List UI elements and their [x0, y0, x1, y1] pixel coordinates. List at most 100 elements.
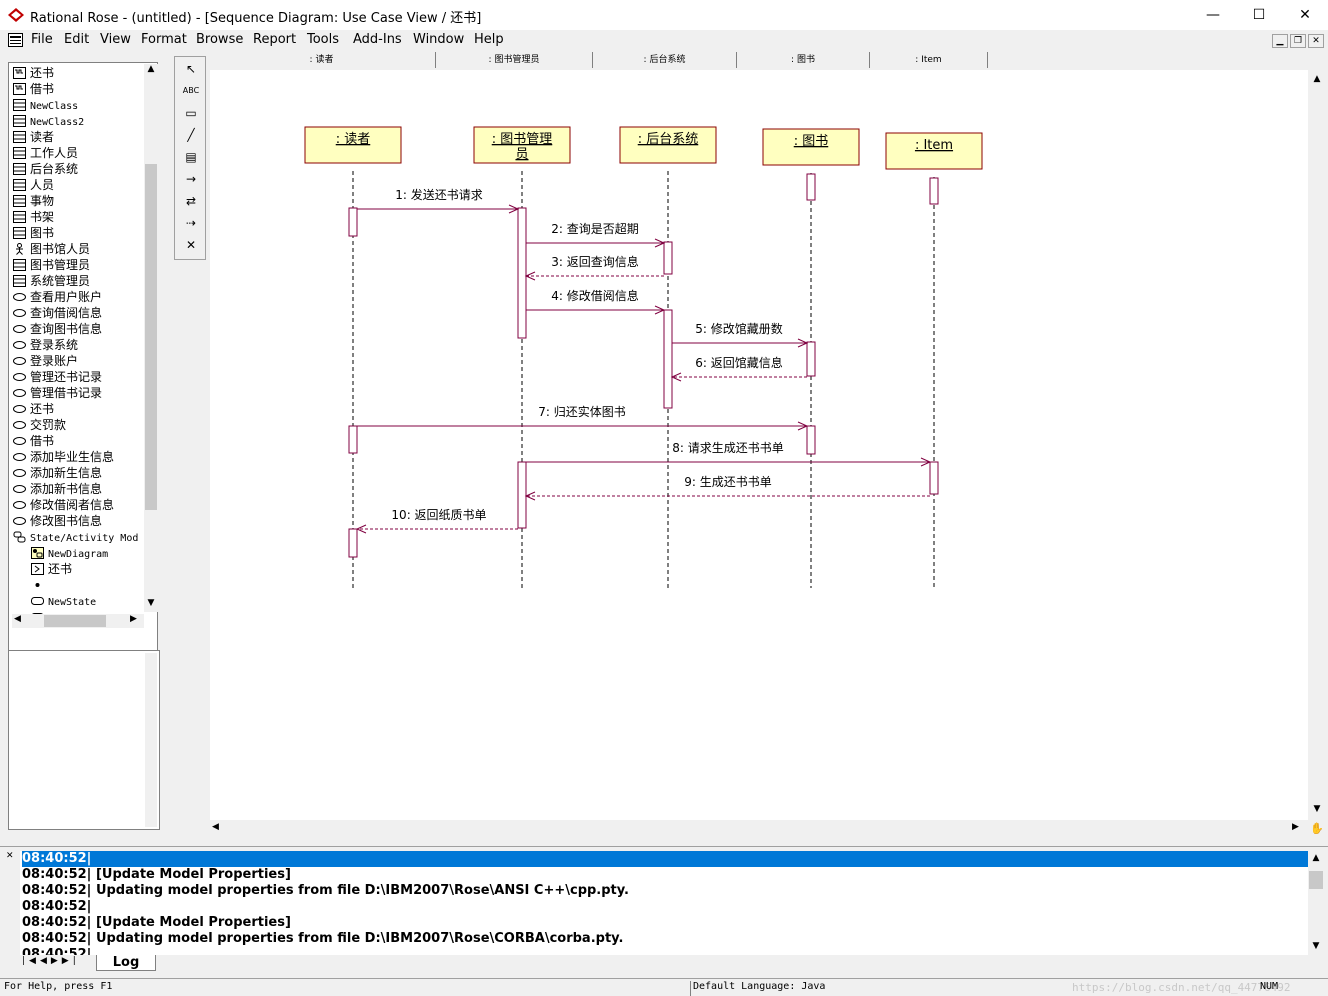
tree-item[interactable]: 管理借书记录 [13, 385, 102, 401]
scroll-down-icon[interactable]: ▼ [147, 598, 155, 608]
tree-item[interactable]: 借书 [13, 81, 54, 97]
message-to-self-tool-icon[interactable]: ⇄ [185, 194, 197, 208]
tree-item[interactable]: 读者 [13, 129, 54, 145]
browser-horizontal-scrollbar[interactable]: ◀ ▶ [12, 614, 144, 628]
browser-vertical-scrollbar[interactable]: ▲ ▼ [144, 64, 158, 612]
object-box-book[interactable] [762, 128, 860, 166]
tree-item[interactable]: 添加新生信息 [13, 465, 102, 481]
tree-item[interactable]: 添加新书信息 [13, 481, 102, 497]
document-icon[interactable] [8, 33, 23, 47]
menu-edit[interactable]: Edit [64, 32, 90, 47]
diagram-vertical-scrollbar[interactable]: ▲ ▼ [1308, 70, 1326, 822]
log-line[interactable]: 08:40:52| [22, 947, 92, 955]
message-label[interactable]: 4: 修改借阅信息 [551, 288, 639, 303]
log-line[interactable]: 08:40:52| [22, 899, 92, 914]
scroll-down-icon[interactable]: ▼ [1313, 804, 1321, 814]
tree-item[interactable]: 还书 [13, 401, 54, 417]
activation-bar[interactable] [348, 425, 358, 454]
menu-help[interactable]: Help [474, 32, 504, 47]
activation-bar[interactable] [806, 173, 816, 201]
activation-bar[interactable] [806, 341, 816, 377]
activation-bar[interactable] [517, 207, 527, 339]
scroll-left-icon[interactable]: ◀ [14, 614, 21, 624]
log-close-icon[interactable]: ✕ [6, 851, 14, 861]
menu-file[interactable]: File [31, 32, 53, 47]
message-label[interactable]: 3: 返回查询信息 [551, 254, 639, 269]
log-line[interactable]: 08:40:52| Updating model properties from… [22, 883, 629, 898]
tree-item[interactable]: 还书 [31, 561, 72, 577]
selection-tool-icon[interactable]: ↖ [185, 62, 197, 76]
object-box-backend-system[interactable] [619, 126, 717, 164]
tree-item[interactable]: 修改借阅者信息 [13, 497, 114, 513]
log-line[interactable]: 08:40:52| Updating model properties from… [22, 931, 624, 946]
tree-item[interactable]: 后台系统 [13, 161, 78, 177]
tree-item[interactable]: 登录账户 [13, 353, 78, 369]
tree-item[interactable]: 书架 [13, 209, 54, 225]
log-tab-navigation-icon[interactable]: |◀◀▶▶| [22, 956, 80, 966]
tree-item[interactable]: 交罚款 [13, 417, 66, 433]
message-label[interactable]: 7: 归还实体图书 [538, 404, 626, 419]
tree-item[interactable]: 人员 [13, 177, 54, 193]
return-message-tool-icon[interactable]: ⇢ [185, 216, 197, 230]
tree-item[interactable]: 修改图书信息 [13, 513, 102, 529]
mdi-restore-icon[interactable]: ❐ [1290, 34, 1306, 48]
activation-bar[interactable] [348, 207, 358, 237]
message-label[interactable]: 10: 返回纸质书单 [391, 508, 486, 522]
scroll-up-icon[interactable]: ▲ [1312, 853, 1320, 863]
browser-hscroll-thumb[interactable] [44, 615, 106, 627]
menu-add-ins[interactable]: Add-Ins [353, 32, 402, 47]
tree-item[interactable]: NewClass [13, 97, 78, 113]
message-label[interactable]: 1: 发送还书请求 [395, 187, 483, 202]
object-box-librarian[interactable] [473, 126, 571, 164]
scroll-up-icon[interactable]: ▲ [1313, 74, 1321, 84]
tree-item[interactable] [31, 577, 48, 593]
log-scroll-thumb[interactable] [1309, 871, 1323, 889]
log-vertical-scrollbar[interactable]: ▲ ▼ [1308, 851, 1324, 955]
activation-bar[interactable] [663, 309, 673, 409]
log-text-area[interactable]: 08:40:52|08:40:52| [Update Model Propert… [20, 851, 1308, 955]
tree-item[interactable]: 工作人员 [13, 145, 78, 161]
tree-item[interactable]: 添加毕业生信息 [13, 449, 114, 465]
scroll-right-icon[interactable]: ▶ [1292, 822, 1299, 832]
tree-item[interactable]: 查询借阅信息 [13, 305, 102, 321]
mdi-minimize-icon[interactable]: ▁ [1272, 34, 1288, 48]
menu-view[interactable]: View [100, 32, 131, 47]
tree-item[interactable]: 查看用户账户 [13, 289, 102, 305]
documentation-window[interactable] [8, 650, 160, 830]
text-tool-icon[interactable]: ABC [182, 86, 200, 95]
tree-item[interactable]: 管理还书记录 [13, 369, 102, 385]
tree-item[interactable]: 系统管理员 [13, 273, 90, 289]
activation-bar[interactable] [663, 241, 673, 275]
activation-bar[interactable] [517, 461, 527, 529]
browser-scroll-thumb[interactable] [145, 164, 157, 510]
object-tool-icon[interactable]: ▤ [185, 150, 197, 164]
message-label[interactable]: 6: 返回馆藏信息 [695, 355, 783, 370]
message-label[interactable]: 9: 生成还书书单 [684, 475, 772, 489]
tree-item[interactable]: 登录系统 [13, 337, 78, 353]
minimize-button[interactable]: — [1206, 7, 1220, 23]
tree-item[interactable]: 还书 [13, 65, 54, 81]
log-line[interactable]: 08:40:52| [Update Model Properties] [22, 915, 291, 930]
tree-item[interactable]: State/Activity Mod [13, 529, 138, 545]
tree-item[interactable]: 图书 [13, 225, 54, 241]
tab-log[interactable]: Log [96, 955, 156, 971]
pan-hand-icon[interactable]: ✋ [1310, 822, 1324, 835]
tree-item[interactable]: 查询图书信息 [13, 321, 102, 337]
scroll-right-icon[interactable]: ▶ [130, 614, 137, 624]
menu-format[interactable]: Format [141, 32, 187, 47]
message-label[interactable]: 8: 请求生成还书书单 [672, 441, 784, 455]
tree-item[interactable]: 图书管理员 [13, 257, 90, 273]
tree-item[interactable]: 图书馆人员 [13, 241, 90, 257]
menu-report[interactable]: Report [253, 32, 297, 47]
log-line[interactable]: 08:40:52| [22, 851, 1308, 867]
mdi-close-icon[interactable]: ✕ [1308, 34, 1324, 48]
activation-bar[interactable] [929, 177, 939, 205]
activation-bar[interactable] [929, 461, 939, 495]
tree-item[interactable]: 事物 [13, 193, 54, 209]
menu-window[interactable]: Window [413, 32, 465, 47]
message-tool-icon[interactable]: → [185, 172, 197, 186]
diagram-horizontal-scrollbar[interactable]: ◀ ▶ [210, 820, 1308, 838]
